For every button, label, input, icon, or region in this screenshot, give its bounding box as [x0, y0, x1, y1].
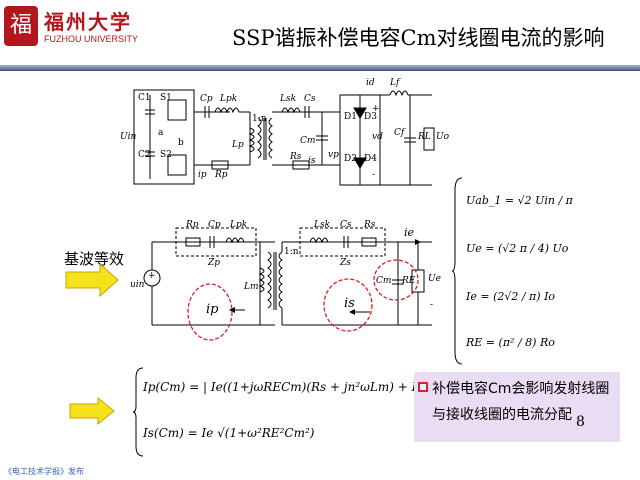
label-cp-eq: Cp: [208, 220, 221, 230]
label-cm-eq: Cm: [376, 276, 392, 286]
formula-ie: Ie = (2√2 / π) Io: [466, 290, 556, 303]
university-logo: 福 福州大学 FUZHOU UNIVERSITY: [4, 6, 154, 58]
label-minus-eq: -: [430, 300, 434, 310]
label-ratio-top: 1:n: [252, 114, 267, 124]
formula-brace: [452, 177, 463, 365]
formula-re: RE = (π² / 8) Ro: [466, 336, 555, 349]
label-lf: Lf: [390, 78, 400, 88]
label-d3: D3: [364, 112, 377, 122]
label-lm-eq: Lm: [244, 282, 259, 292]
label-cp: Cp: [200, 94, 213, 104]
conclusion-panel: [414, 372, 620, 442]
label-rl: RL: [418, 132, 431, 142]
current-equations: Ip(Cm) = | Ie((1+jωRECm)(Rs + jn²ωLm) + …: [133, 366, 500, 458]
university-seal-icon: 福: [4, 6, 38, 46]
label-ip-eq: ip: [206, 302, 219, 317]
label-uin: Uin: [120, 132, 137, 142]
conclusion-text: 补偿电容Cm会影响发射线圈与接收线圈的电流分配: [432, 381, 610, 423]
label-ie-eq: ie: [404, 226, 415, 239]
slide-title: SSP谐振补偿电容Cm对线圈电流的影响: [232, 26, 605, 50]
label-is-top: is: [308, 156, 316, 166]
label-vp: vp: [328, 150, 339, 160]
publisher-footer: 《电工技术学报》发布: [4, 467, 84, 476]
label-vd: vd: [372, 132, 383, 142]
label-ratio-eq: 1:n: [284, 247, 299, 257]
label-d4: D4: [364, 154, 377, 164]
equivalent-arrow-icon: [65, 262, 119, 298]
formula-uab: Uab_1 = √2 Uin / π: [466, 194, 573, 207]
label-id: id: [366, 78, 375, 88]
label-lpk: Lpk: [220, 94, 238, 104]
equation-is: Is(Cm) = Ie √(1+ω²RE²Cm²): [143, 426, 315, 440]
page-number: 8: [576, 414, 585, 430]
label-is-eq: is: [344, 296, 355, 311]
label-lsk-eq: Lsk: [314, 220, 331, 230]
label-zp: Zp: [208, 258, 221, 268]
label-c2: C2: [138, 150, 151, 160]
label-rs-top: Rs: [290, 152, 302, 162]
equation-ip: Ip(Cm) = | Ie((1+jωRECm)(Rs + jn²ωLm) + …: [143, 380, 500, 394]
label-d1: D1: [344, 112, 357, 122]
label-uo: Uo: [436, 132, 450, 142]
label-cf: Cf: [394, 128, 405, 138]
label-rs-eq: Rs: [364, 220, 376, 230]
fundamental-equivalent-label: 基波等效: [64, 250, 125, 268]
label-lp: Lp: [232, 140, 244, 150]
label-d2: D2: [344, 154, 357, 164]
label-zs: Zs: [340, 258, 351, 268]
label-c1: C1: [138, 93, 151, 103]
label-plus-eq: +: [148, 271, 156, 281]
equation-brace: [133, 367, 144, 457]
formula-ue: Ue = (√2 π / 4) Uo: [466, 242, 569, 255]
university-name-en: FUZHOU UNIVERSITY: [44, 34, 139, 44]
label-ue-eq: Ue: [428, 274, 441, 284]
equation-arrow-icon: [69, 396, 115, 426]
label-plus-top: +: [372, 104, 380, 114]
label-b: b: [178, 138, 184, 148]
label-rp: Rp: [215, 170, 228, 180]
label-cm-top: Cm: [300, 136, 316, 146]
university-name-cn: 福州大学: [44, 10, 132, 34]
label-cs-top: Cs: [304, 94, 316, 104]
label-uin-eq: uin: [130, 280, 145, 290]
highlight-circles: [187, 259, 419, 341]
label-lsk-top: Lsk: [280, 94, 297, 104]
label-a: a: [158, 128, 164, 138]
label-cs-eq: Cs: [340, 220, 352, 230]
title-divider: [0, 65, 640, 71]
label-ip: ip: [198, 170, 207, 180]
label-minus-top: -: [372, 170, 376, 180]
label-re-eq: RE: [402, 276, 416, 286]
label-s2: S2: [160, 150, 172, 160]
label-s1: S1: [160, 93, 172, 103]
label-lpk-eq: Lpk: [230, 220, 248, 230]
relation-formulas: Uab_1 = √2 Uin / π Ue = (√2 π / 4) Uo Ie…: [452, 176, 573, 366]
bullet-square-icon: [418, 382, 428, 392]
label-rp-eq: Rp: [186, 220, 199, 230]
